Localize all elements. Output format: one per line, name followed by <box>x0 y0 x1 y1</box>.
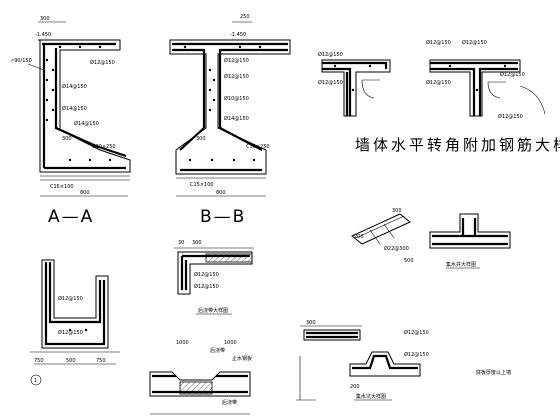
tl-conc-2: C15×100 <box>50 184 74 190</box>
tl-elev: -1.450 <box>35 32 51 38</box>
tm-rebar-4: Ø14@150 <box>224 115 249 122</box>
mr-dim-2: 300 <box>392 208 402 214</box>
br-dim-2: 200 <box>350 384 360 390</box>
tl-note-ref: ↗90/150 <box>10 58 32 64</box>
bottom-mid-section-b: 30 300 Ø12@150 Ø12@150 后浇带大样图 1000 1000 … <box>149 240 254 415</box>
bl-rebar-2: Ø12@150 <box>58 329 83 336</box>
tl-dim-bot: 800 <box>80 190 90 196</box>
mr-dim-1: 200 <box>354 234 364 240</box>
tr-rebar-1: Ø12@150 <box>318 51 343 58</box>
bm-rebar-1: Ø12@150 <box>194 271 219 278</box>
bm-note-1: 后浇带 <box>210 347 225 354</box>
br-rebar-1: Ø12@150 <box>404 329 429 336</box>
bm-note-2: 止水钢板 <box>232 355 252 362</box>
top-mid-wall-detail: 250 -1.450 Ø12@150 Ø12@150 Ø10@150 Ø14@1… <box>169 14 291 197</box>
cistern-label: 集水坑大样图 <box>356 393 386 400</box>
tl-conc-1: C30×250 <box>92 144 116 150</box>
tr-rebar-5: Ø12@150 <box>426 79 451 86</box>
tm-dim-300: 300 <box>196 136 206 142</box>
tm-elev: -1.450 <box>230 32 246 38</box>
bm-dim-1: 30 <box>178 240 184 246</box>
tl-rebar-4: Ø14@150 <box>74 120 99 127</box>
post-pour-label: 后浇带大样图 <box>198 307 228 314</box>
tl-rebar-1: Ø12@150 <box>90 59 115 66</box>
bm-note-3: 后浇带 <box>222 399 237 406</box>
tm-dim-top: 250 <box>240 14 250 20</box>
tm-rebar-1: Ø12@150 <box>224 57 249 64</box>
tm-rebar-2: Ø12@150 <box>224 73 249 80</box>
well-pit-label: 集水井大样图 <box>446 261 476 268</box>
section-b-label: B—B <box>200 207 246 227</box>
tl-dim-top: 300 <box>40 16 50 22</box>
drawing-title: 墙体水平转角附加钢筋大样 <box>355 136 560 154</box>
bm-dim-3: 1000 <box>176 340 189 346</box>
tm-rebar-3: Ø10@150 <box>224 95 249 102</box>
tr-rebar-4: Ø12@150 <box>462 39 487 46</box>
mr-rebar-a: Ø22@300 <box>384 245 409 252</box>
right-note: 底板厚度以上墙 <box>476 369 511 376</box>
bl-rebar-1: Ø12@150 <box>58 295 83 302</box>
tm-conc-2: C15×100 <box>190 182 214 188</box>
bl-mark: 1 <box>34 378 37 384</box>
tl-rebar-2: Ø14@150 <box>62 83 87 90</box>
tl-dim-300: 300 <box>62 136 72 142</box>
tr-rebar-2: Ø12@150 <box>318 79 343 86</box>
bm-dim-4: 1000 <box>224 340 237 346</box>
br-rebar-2: Ø12@150 <box>404 351 429 358</box>
bm-dim-2: 300 <box>192 240 202 246</box>
bm-rebar-2: Ø12@150 <box>194 283 219 290</box>
mr-dim-3: 500 <box>404 258 414 264</box>
tm-conc-1: C30×250 <box>246 144 270 150</box>
tl-rebar-3: Ø14@150 <box>62 105 87 112</box>
bl-dim-1: 750 <box>34 358 44 364</box>
bl-dim-3: 750 <box>96 358 106 364</box>
tr-rebar-6: Ø12@150 <box>500 71 525 78</box>
top-right-corner-detail: Ø12@150 Ø12@150 Ø12@150 Ø12@150 Ø12@150 … <box>318 39 560 154</box>
br-dim-1: 300 <box>306 320 316 326</box>
tm-dim-bot: 800 <box>216 190 226 196</box>
top-left-wall-detail: 300 -1.450 ↗90/150 Ø12@150 Ø14@150 Ø14@1… <box>10 16 131 197</box>
bottom-right-cistern-detail: 300 Ø12@150 Ø12@150 200 集水坑大样图 底板厚度以上墙 <box>296 320 511 401</box>
bottom-left-section-a: Ø12@150 Ø12@150 750 500 750 1 <box>30 259 120 386</box>
section-a-label: A—A <box>48 207 94 227</box>
mid-right-well-detail: 200 300 Ø22@300 500 集水井大样图 <box>351 208 511 269</box>
bl-dim-2: 500 <box>66 358 76 364</box>
tr-rebar-7: Ø12@150 <box>498 113 523 120</box>
tr-rebar-3: Ø12@150 <box>426 39 451 46</box>
